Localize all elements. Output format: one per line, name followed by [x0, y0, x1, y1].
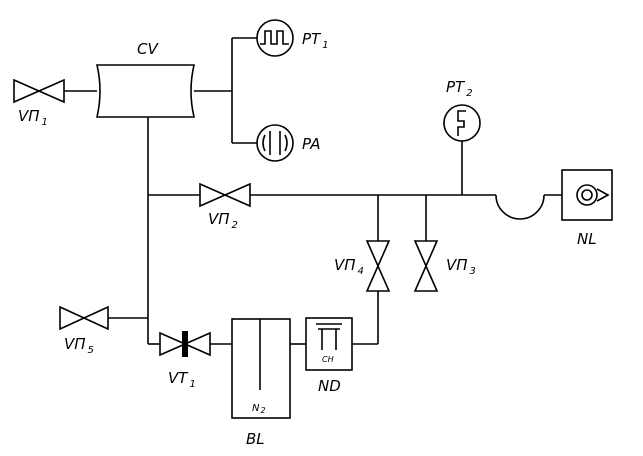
nd-body — [305, 317, 353, 371]
label-bl-gas: N2 — [252, 403, 266, 415]
valve-vp5 — [59, 305, 109, 331]
pa-arc-right — [284, 134, 288, 152]
gauge-pt2 — [443, 104, 481, 142]
vacuum-chamber-cv — [95, 64, 196, 118]
label-cv: CV — [137, 40, 159, 58]
gas-cylinder-bl — [231, 318, 291, 419]
pt2-element-icon — [457, 110, 466, 136]
bl-body — [231, 318, 291, 419]
valve-vt1-stem — [182, 331, 188, 357]
valve-vp3 — [413, 240, 439, 292]
nl-arrow-icon — [596, 188, 610, 202]
nl-ring-inner — [581, 189, 593, 201]
valve-vp1 — [13, 78, 65, 104]
nl-body — [561, 169, 613, 221]
leak-valve-nd — [305, 317, 353, 371]
label-nd-inner: CH — [322, 355, 334, 364]
label-nd: ND — [318, 377, 341, 395]
gauge-pa-circle — [256, 124, 294, 162]
valve-vp4-icon — [365, 240, 391, 292]
gauge-pt2-circle — [443, 104, 481, 142]
pulse-icon — [260, 30, 289, 45]
valve-vp4 — [365, 240, 391, 292]
nl-ring-outer — [576, 184, 598, 206]
valve-vp1-icon — [13, 78, 65, 104]
pa-arc-left — [262, 134, 266, 152]
label-bl: BL — [246, 430, 265, 448]
valve-vp5-icon — [59, 305, 109, 331]
pipelines — [64, 37, 562, 345]
valve-vp2-icon — [199, 182, 251, 208]
valve-vp2 — [199, 182, 251, 208]
nd-valve-icon — [316, 323, 342, 350]
leak-detector-nl — [561, 169, 613, 221]
gauge-pa — [256, 124, 294, 162]
label-pa: PA — [302, 135, 321, 153]
valve-vt1 — [159, 331, 211, 357]
valve-vt1-icon — [159, 331, 211, 357]
valve-vp3-icon — [413, 240, 439, 292]
label-nl: NL — [577, 230, 597, 248]
chamber-body — [95, 64, 196, 118]
gauge-pt1 — [256, 19, 294, 57]
flexible-hose — [495, 194, 545, 220]
gauge-pt1-circle — [256, 19, 294, 57]
